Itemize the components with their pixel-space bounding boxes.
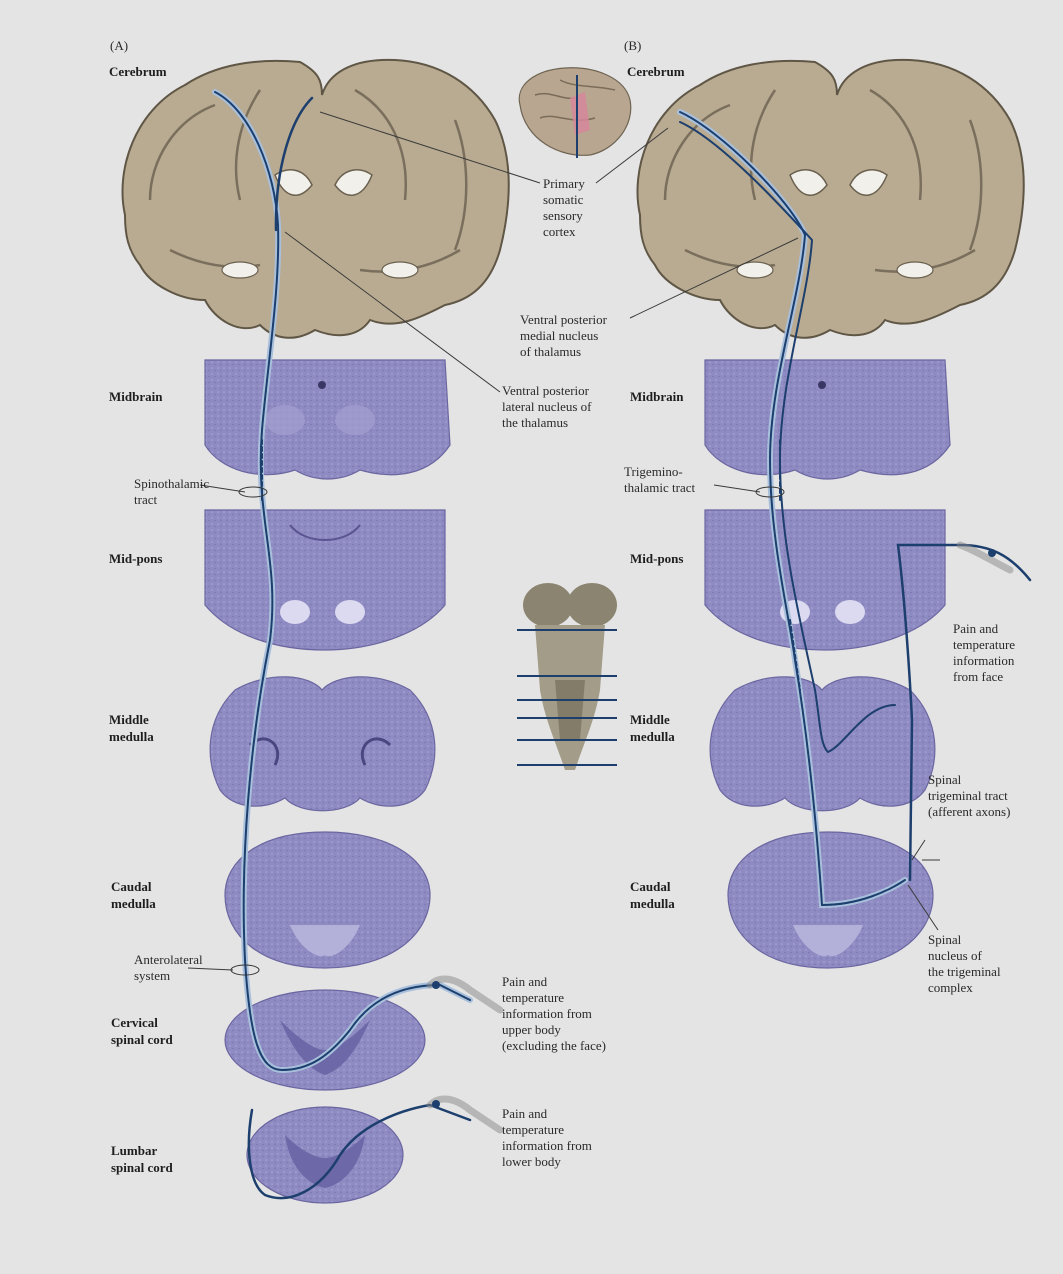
panel-label-b: (B) xyxy=(624,38,642,53)
level-midbrain-a: Midbrain xyxy=(109,389,163,404)
caudal-medulla-section-b xyxy=(727,831,934,969)
level-middle-medulla-b: Middle medulla xyxy=(630,712,675,744)
label-trigeminothalamic: Trigemino- thalamic tract xyxy=(624,464,696,495)
label-vpm: Ventral posterior medial nucleus of thal… xyxy=(520,312,608,359)
midpons-section-b xyxy=(704,509,946,651)
cerebrum-section-a xyxy=(121,58,510,339)
label-pain-lower-body: Pain and temperature information from lo… xyxy=(502,1106,592,1169)
level-caudal-medulla-b: Caudal medulla xyxy=(630,879,675,911)
level-midbrain-b: Midbrain xyxy=(630,389,684,404)
level-lumbar-a: Lumbar spinal cord xyxy=(111,1143,173,1175)
caudal-medulla-section-a xyxy=(224,831,431,969)
panel-label-a: (A) xyxy=(110,38,129,53)
cerebrum-section-b xyxy=(636,58,1025,339)
midbrain-section-b xyxy=(704,359,951,480)
label-spinothalamic: Spinothalamic tract xyxy=(134,476,210,507)
inset-brain-lateral xyxy=(518,67,632,158)
inset-brainstem xyxy=(517,583,617,770)
cervical-cord-section-a xyxy=(224,989,426,1091)
label-pain-upper-body: Pain and temperature information from up… xyxy=(502,974,606,1053)
middle-medulla-section-a xyxy=(209,676,436,812)
midpons-section-a xyxy=(204,509,446,651)
label-primary-cortex: Primary somatic sensory cortex xyxy=(543,176,585,239)
label-spinal-trigeminal-tract: Spinal trigeminal tract (afferent axons) xyxy=(928,772,1011,819)
level-midpons-a: Mid-pons xyxy=(109,551,163,566)
leader-lines-a xyxy=(187,111,541,971)
label-vpl: Ventral posterior lateral nucleus of the… xyxy=(502,383,592,430)
trigeminothalamic-pathway-b xyxy=(677,109,1032,909)
level-midpons-b: Mid-pons xyxy=(630,551,684,566)
spinothalamic-pathway-a xyxy=(212,89,504,1200)
level-cerebrum-b: Cerebrum xyxy=(627,64,685,79)
leader-lines-b xyxy=(595,127,940,931)
level-caudal-medulla-a: Caudal medulla xyxy=(111,879,156,911)
level-middle-medulla-a: Middle medulla xyxy=(109,712,154,744)
label-pain-face: Pain and temperature information from fa… xyxy=(953,621,1016,684)
level-cervical-a: Cervical spinal cord xyxy=(111,1015,173,1047)
midbrain-section-a xyxy=(204,359,451,480)
label-spinal-trigeminal-nucleus: Spinal nucleus of the trigeminal complex xyxy=(928,932,1001,995)
label-anterolateral: Anterolateral system xyxy=(134,952,203,983)
level-cerebrum-a: Cerebrum xyxy=(109,64,167,79)
